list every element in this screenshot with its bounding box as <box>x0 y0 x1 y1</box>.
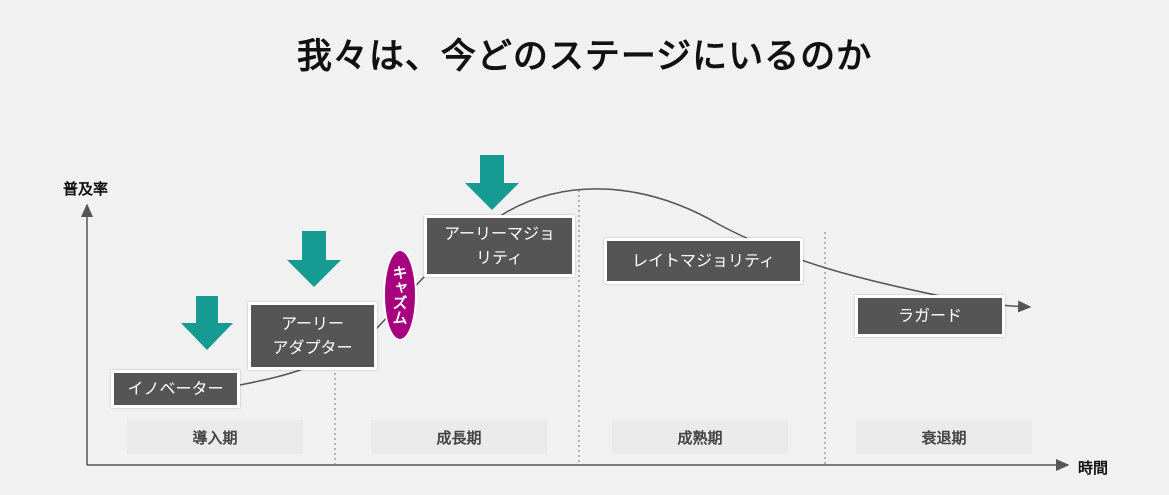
chasm-badge: キャズム <box>383 249 417 341</box>
segment-laggards: ラガード <box>855 295 1005 337</box>
x-axis-label: 時間 <box>1078 459 1109 477</box>
segment-early-adopters: アーリー アダプター <box>248 302 377 370</box>
down-arrow-icon <box>287 231 341 287</box>
segment-early-majority: アーリーマジョ リティ <box>424 215 575 277</box>
phase-growth: 成長期 <box>371 420 547 454</box>
segment-innovators: イノベーター <box>111 370 240 408</box>
phase-maturity: 成熟期 <box>612 420 788 454</box>
phase-decline: 衰退期 <box>856 420 1032 454</box>
page-title: 我々は、今どのステージにいるのか <box>296 37 873 77</box>
segment-late-majority: レイトマジョリティ <box>604 238 803 284</box>
down-arrow-icon <box>465 155 519 210</box>
phase-introduction: 導入期 <box>127 420 303 454</box>
y-axis-label: 普及率 <box>63 180 109 198</box>
down-arrow-icon <box>181 296 233 350</box>
